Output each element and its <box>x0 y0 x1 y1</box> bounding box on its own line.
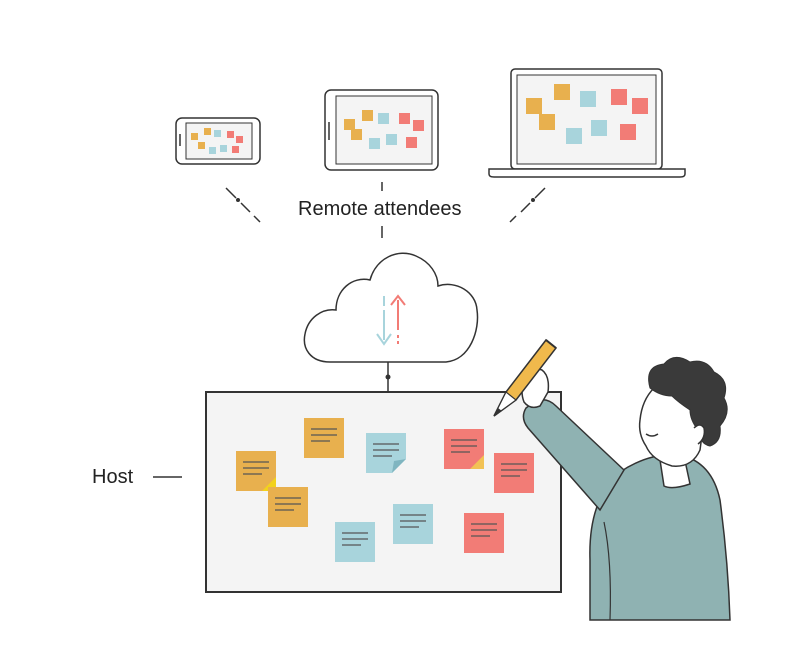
host-person-illustration <box>493 338 731 621</box>
pencil-icon <box>493 338 558 417</box>
note-text-lines <box>243 428 527 546</box>
cloud-icon <box>303 252 479 363</box>
sticky-note-blue <box>393 504 433 544</box>
connector-dot <box>385 374 391 380</box>
sticky-note-red <box>464 513 504 553</box>
note-fold <box>470 455 484 469</box>
connector-dot <box>236 198 240 202</box>
connector-dot <box>531 198 535 202</box>
remote-attendees-label: Remote attendees <box>298 198 461 220</box>
whiteboard-sticky-notes <box>236 418 534 562</box>
sticky-note-red <box>494 453 534 493</box>
person-hair <box>648 357 728 447</box>
laptop-device <box>488 68 686 178</box>
host-label: Host <box>92 466 134 488</box>
sticky-note-blue <box>335 522 375 562</box>
sticky-note-yellow <box>304 418 344 458</box>
phone-device <box>175 117 261 165</box>
tablet-device <box>324 89 439 171</box>
device-connectors <box>225 187 546 223</box>
sync-arrows-icon <box>376 294 406 346</box>
person-arm <box>522 399 625 512</box>
sticky-note-yellow <box>268 487 308 527</box>
note-fold <box>392 459 406 473</box>
